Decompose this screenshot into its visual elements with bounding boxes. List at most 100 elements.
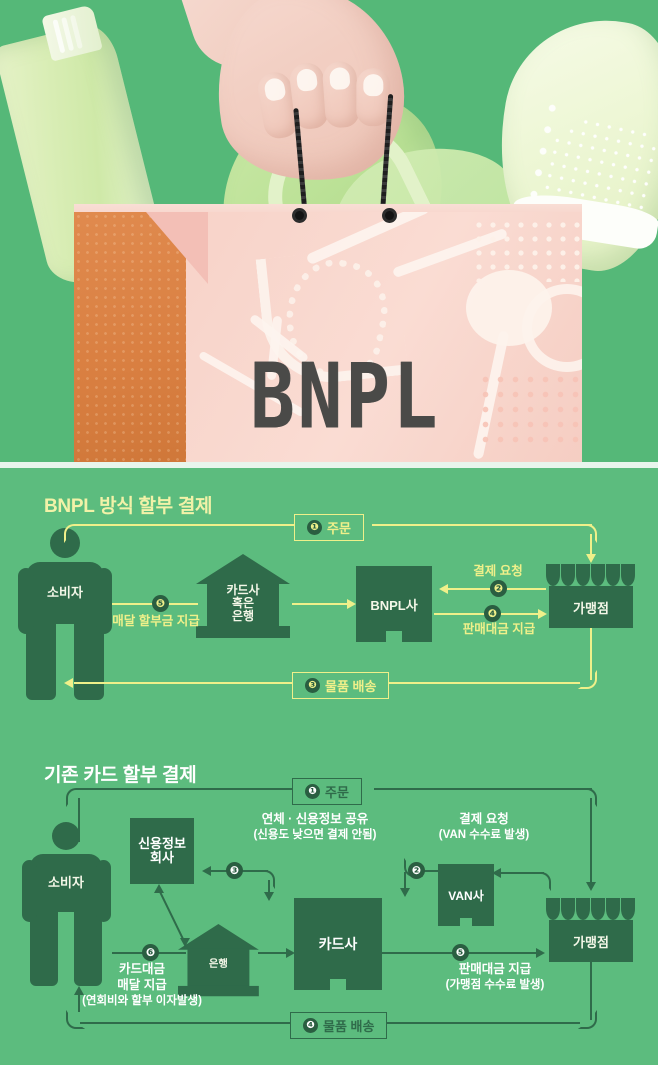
r2-line-drop bbox=[404, 872, 406, 890]
bank-label: 은행 bbox=[208, 957, 228, 970]
r1-line-down-2 bbox=[590, 798, 592, 884]
step5-caption-2: 판매대금 지급 bbox=[458, 962, 532, 976]
r1-corner-right-2 bbox=[578, 788, 597, 807]
bank-to-bnpl-line bbox=[292, 603, 348, 605]
step2-badge-1: ❷ bbox=[490, 580, 507, 597]
bnpl-company-node: BNPL사 bbox=[356, 566, 432, 642]
credit-bureau-label-line1: 신용정보 bbox=[138, 836, 186, 851]
section-divider bbox=[0, 462, 658, 468]
step1-label-2: 주문 bbox=[325, 785, 349, 800]
bank-to-card-arrow bbox=[286, 948, 295, 958]
r2-merchant-line bbox=[500, 872, 544, 874]
bureau-bank-arrow-down bbox=[180, 938, 190, 947]
step3-subcaption-2: (신용도 낮으면 결제 안됨) bbox=[253, 829, 377, 841]
card-or-bank-house: 카드사 혹은 은행 bbox=[196, 554, 290, 638]
diagram-bnpl: BNPL 방식 할부 결제 소비자 카드사 혹은 은행 bbox=[0, 468, 658, 746]
step3-chip-1: ❸ 물품 배송 bbox=[292, 672, 390, 699]
step4-chip-2: ❹ 물품 배송 bbox=[290, 1012, 388, 1039]
r4-line-a bbox=[376, 1022, 580, 1024]
step1-chip-2: ❶ 주문 bbox=[292, 778, 362, 805]
step4-caption-1: 판매대금 지급 bbox=[462, 622, 536, 636]
consumer-label-1: 소비자 bbox=[47, 585, 83, 600]
bag-dots-graphic bbox=[472, 218, 582, 282]
r4-corner-left bbox=[66, 1010, 85, 1029]
step4-label-2: 물품 배송 bbox=[323, 1019, 375, 1034]
r1-corner-left-2 bbox=[66, 788, 85, 807]
shop-body bbox=[549, 586, 633, 628]
step5-subcaption-2: (가맹점 수수료 발생) bbox=[445, 979, 545, 991]
r3-arrow-card bbox=[264, 892, 274, 901]
diagrams-section: BNPL 방식 할부 결제 소비자 카드사 혹은 은행 bbox=[0, 468, 658, 1065]
hero-photo: BNPL bbox=[0, 0, 658, 468]
card-or-bank-label: 카드사 혹은 은행 bbox=[226, 583, 260, 623]
r2-arrow-van bbox=[492, 868, 501, 878]
step5-badge-2: ❺ bbox=[452, 944, 469, 961]
route1-arrow bbox=[586, 554, 596, 563]
merchant-node-1: 가맹점 bbox=[546, 564, 636, 628]
bnpl-company-label: BNPL사 bbox=[370, 597, 418, 613]
step4-number-2: ❹ bbox=[303, 1018, 318, 1033]
r2-corner bbox=[532, 872, 551, 891]
bag-pink-triangle bbox=[146, 212, 208, 284]
r3-arrow-bureau bbox=[202, 866, 211, 876]
step1-chip-1: ❶ 주문 bbox=[294, 514, 364, 541]
r3-line-drop bbox=[268, 880, 270, 894]
bag-grommet-left bbox=[292, 208, 307, 223]
route3-line-b bbox=[74, 682, 292, 684]
route2-arrow bbox=[439, 584, 448, 594]
step2-badge-2: ❷ bbox=[408, 862, 425, 879]
bureau-bank-arrow-up bbox=[154, 884, 164, 893]
bank-to-bnpl-arrow bbox=[347, 599, 356, 609]
bank-to-card-line bbox=[258, 952, 288, 954]
r2-line-van-left bbox=[418, 870, 438, 872]
r4-corner-right bbox=[578, 1010, 597, 1029]
route1-line-down bbox=[590, 534, 592, 556]
r1-arrow-2 bbox=[586, 882, 596, 891]
consumer-label-2: 소비자 bbox=[48, 875, 84, 890]
r2-arrow-card bbox=[400, 888, 410, 897]
bank-roof-icon bbox=[178, 924, 259, 950]
step6-badge: ❻ bbox=[142, 944, 159, 961]
r4-line-up bbox=[78, 994, 80, 1012]
credit-bureau-label-line2: 회사 bbox=[150, 850, 174, 865]
step3-caption-2: 연체 · 신용정보 공유 bbox=[261, 812, 369, 826]
route1-corner-left bbox=[64, 524, 83, 543]
step2-subcaption-2: (VAN 수수료 발생) bbox=[438, 829, 530, 841]
shopping-bag bbox=[74, 212, 582, 468]
house-base bbox=[196, 626, 290, 638]
bag-grommet-right bbox=[382, 208, 397, 223]
r3-corner bbox=[256, 870, 275, 889]
step1-number-1: ❶ bbox=[307, 520, 322, 535]
bag-ring-graphic bbox=[522, 284, 582, 372]
house-roof-icon bbox=[196, 554, 290, 584]
step6-caption-line2: 매달 지급 bbox=[117, 978, 167, 992]
step3-badge-2: ❸ bbox=[226, 862, 243, 879]
route3-arrow bbox=[64, 678, 73, 688]
r4-line-b bbox=[80, 1022, 292, 1024]
awning-icon bbox=[546, 564, 636, 586]
r4-arrow bbox=[74, 986, 84, 995]
route1-line-b bbox=[372, 524, 592, 526]
card-company-node: 카드사 bbox=[294, 898, 382, 990]
route4-arrow bbox=[538, 609, 547, 619]
van-label: VAN사 bbox=[448, 888, 484, 903]
building-door-notch bbox=[386, 631, 402, 642]
step6-caption-line1: 카드대금 bbox=[118, 962, 165, 976]
step3-label-1: 물품 배송 bbox=[325, 679, 377, 694]
step5-badge-1: ❺ bbox=[152, 595, 169, 612]
fingers-icon bbox=[255, 52, 418, 177]
r5-arrow bbox=[536, 948, 545, 958]
van-node: VAN사 bbox=[438, 864, 494, 926]
step1-label-1: 주문 bbox=[327, 521, 351, 536]
diagram2-title: 기존 카드 할부 결제 bbox=[44, 765, 197, 786]
merchant-node-2: 가맹점 bbox=[546, 898, 636, 962]
diagram-legacy-card: 기존 카드 할부 결제 소비자 신용정보 회사 은행 bbox=[0, 746, 658, 1065]
route1-line-a bbox=[78, 524, 294, 526]
r1-line-b-2 bbox=[374, 788, 592, 790]
r1-line-a-2 bbox=[80, 788, 292, 790]
diagram1-title: BNPL 방식 할부 결제 bbox=[44, 496, 213, 517]
r4-line-down bbox=[590, 962, 592, 1020]
bag-bnpl-label: BNPL bbox=[250, 344, 441, 450]
awning-icon-2 bbox=[546, 898, 636, 920]
